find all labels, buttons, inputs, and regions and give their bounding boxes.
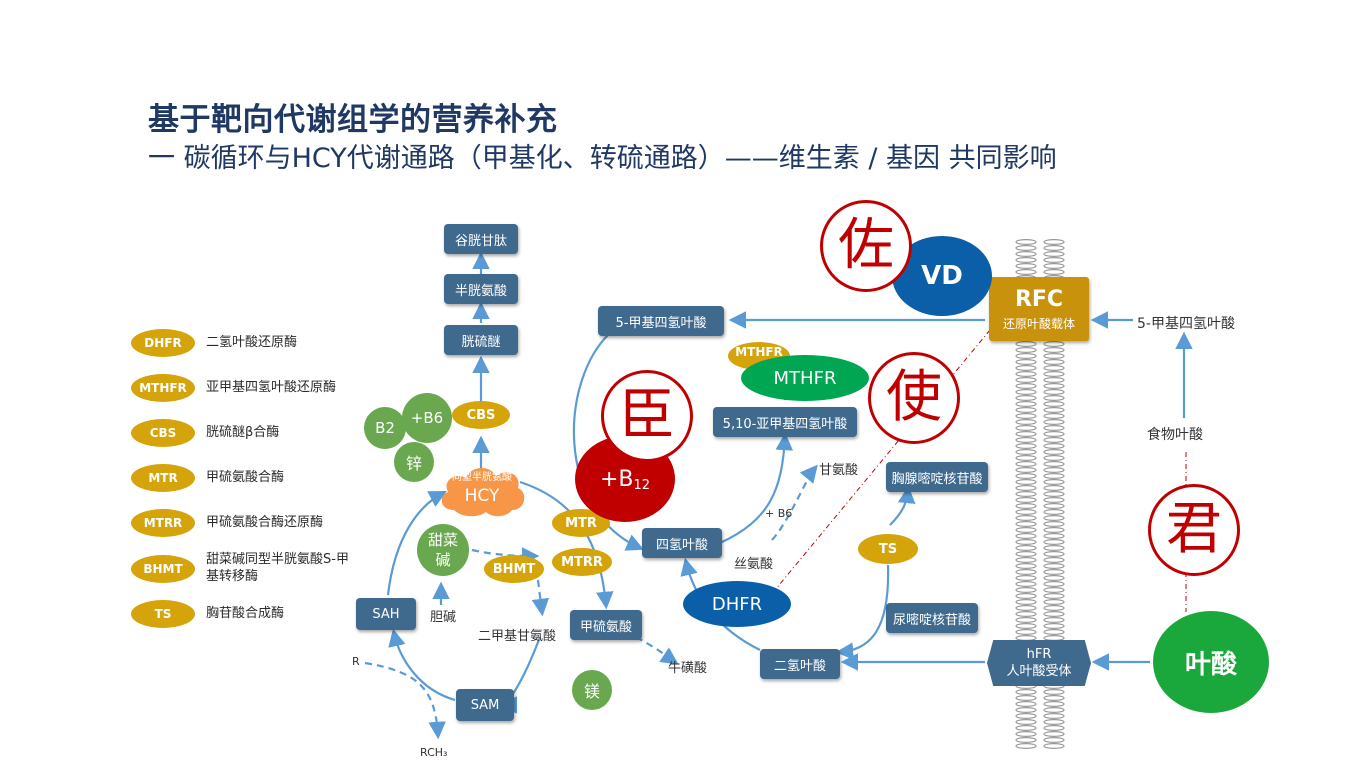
enzyme-mtrr: MTRR	[552, 548, 612, 576]
label-food-folate: 食物叶酸	[1147, 427, 1203, 443]
rfc-title: RFC	[1014, 287, 1064, 312]
b12-label: +B	[599, 466, 634, 492]
folic-acid-circle: 叶酸	[1153, 611, 1269, 713]
enzyme-bhmt: BHMT	[484, 555, 544, 583]
box-cysteine: 半胱氨酸	[444, 274, 518, 304]
mark-zuo: 佐	[820, 200, 912, 292]
enzyme-mtr: MTR	[552, 509, 610, 537]
legend-badge-bhmt: BHMT	[131, 555, 195, 583]
legend-text-mthfr: 亚甲基四氢叶酸还原酶	[206, 380, 337, 395]
mark-chen: 臣	[601, 370, 693, 462]
enzyme-ts: TS	[858, 534, 918, 564]
hcy-label-cn: 同型半胱氨酸	[452, 472, 512, 483]
legend-badge-cbs: CBS	[131, 419, 195, 447]
box-hfr-receptor: hFR 人叶酸受体	[987, 640, 1091, 686]
hcy-cloud: 同型半胱氨酸 HCY	[436, 462, 528, 518]
legend-badge-dhfr: DHFR	[131, 329, 195, 357]
b12-subscript: 12	[633, 477, 651, 493]
legend-badge-mthfr: MTHFR	[131, 374, 195, 402]
legend-text-mtrr: 甲硫氨酸合酶还原酶	[206, 515, 324, 530]
enzyme-dhfr: DHFR	[683, 581, 791, 627]
box-dtmp: 胸腺嘧啶核苷酸	[886, 462, 988, 492]
legend-badge-mtr: MTR	[131, 464, 195, 492]
label-taurine: 牛磺酸	[668, 661, 708, 676]
label-rch3: RCH₃	[420, 746, 448, 759]
hfr-line1: hFR	[1026, 647, 1052, 662]
enzyme-mthfr-large: MTHFR	[741, 355, 869, 401]
legend-text-mtr: 甲硫氨酸合酶	[206, 470, 285, 485]
box-rfc-carrier: RFC 还原叶酸载体	[989, 277, 1089, 341]
page-subtitle: 一 碳循环与HCY代谢通路（甲基化、转硫通路）——维生素 / 基因 共同影响	[148, 143, 1057, 174]
hcy-label: HCY	[464, 486, 500, 506]
cofactor-b2: B2	[364, 407, 406, 449]
legend-badge-mtrr: MTRR	[131, 509, 195, 537]
box-sah: SAH	[356, 598, 416, 630]
page-title: 基于靶向代谢组学的营养补充	[148, 102, 558, 138]
box-dhf: 二氢叶酸	[760, 649, 840, 679]
box-5-methyl-thf: 5-甲基四氢叶酸	[598, 306, 724, 336]
cofactor-zinc: 锌	[394, 442, 434, 482]
mark-jun: 君	[1148, 484, 1240, 576]
label-5-methyl-thf-external: 5-甲基四氢叶酸	[1137, 316, 1235, 332]
label-plus-b6: + B6	[765, 507, 793, 520]
legend-badge-ts: TS	[131, 600, 195, 628]
enzyme-cbs: CBS	[452, 401, 510, 429]
legend-text-bhmt: 甜菜碱同型半胱氨酸S-甲基转移酶	[206, 552, 349, 584]
box-thf: 四氢叶酸	[642, 528, 722, 558]
cofactor-betaine: 甜菜碱	[417, 524, 469, 576]
box-5-10-methylene-thf: 5,10-亚甲基四氢叶酸	[713, 407, 857, 437]
cloud-shape	[441, 467, 525, 517]
rfc-subtitle: 还原叶酸载体	[1002, 317, 1075, 331]
legend-text-cbs: 胱硫醚β合酶	[206, 425, 280, 440]
box-glutathione: 谷胱甘肽	[444, 224, 518, 254]
cofactor-magnesium: 镁	[572, 670, 612, 710]
label-choline: 胆碱	[430, 610, 457, 625]
box-dump: 尿嘧啶核苷酸	[886, 603, 978, 633]
label-glycine: 甘氨酸	[819, 463, 859, 478]
legend-text-dhfr: 二氢叶酸还原酶	[206, 335, 298, 350]
box-sam: SAM	[456, 689, 514, 721]
box-methionine: 甲硫氨酸	[570, 610, 642, 640]
label-dimethylglycine: 二甲基甘氨酸	[478, 629, 557, 644]
legend-text-ts: 胸苷酸合成酶	[206, 606, 285, 621]
box-cystathionine: 胱硫醚	[444, 325, 518, 355]
mark-shi: 使	[868, 352, 960, 444]
label-serine: 丝氨酸	[734, 557, 774, 572]
hfr-line2: 人叶酸受体	[1006, 664, 1072, 679]
label-r: R	[352, 655, 360, 668]
cofactor-b6: +B6	[402, 393, 452, 443]
